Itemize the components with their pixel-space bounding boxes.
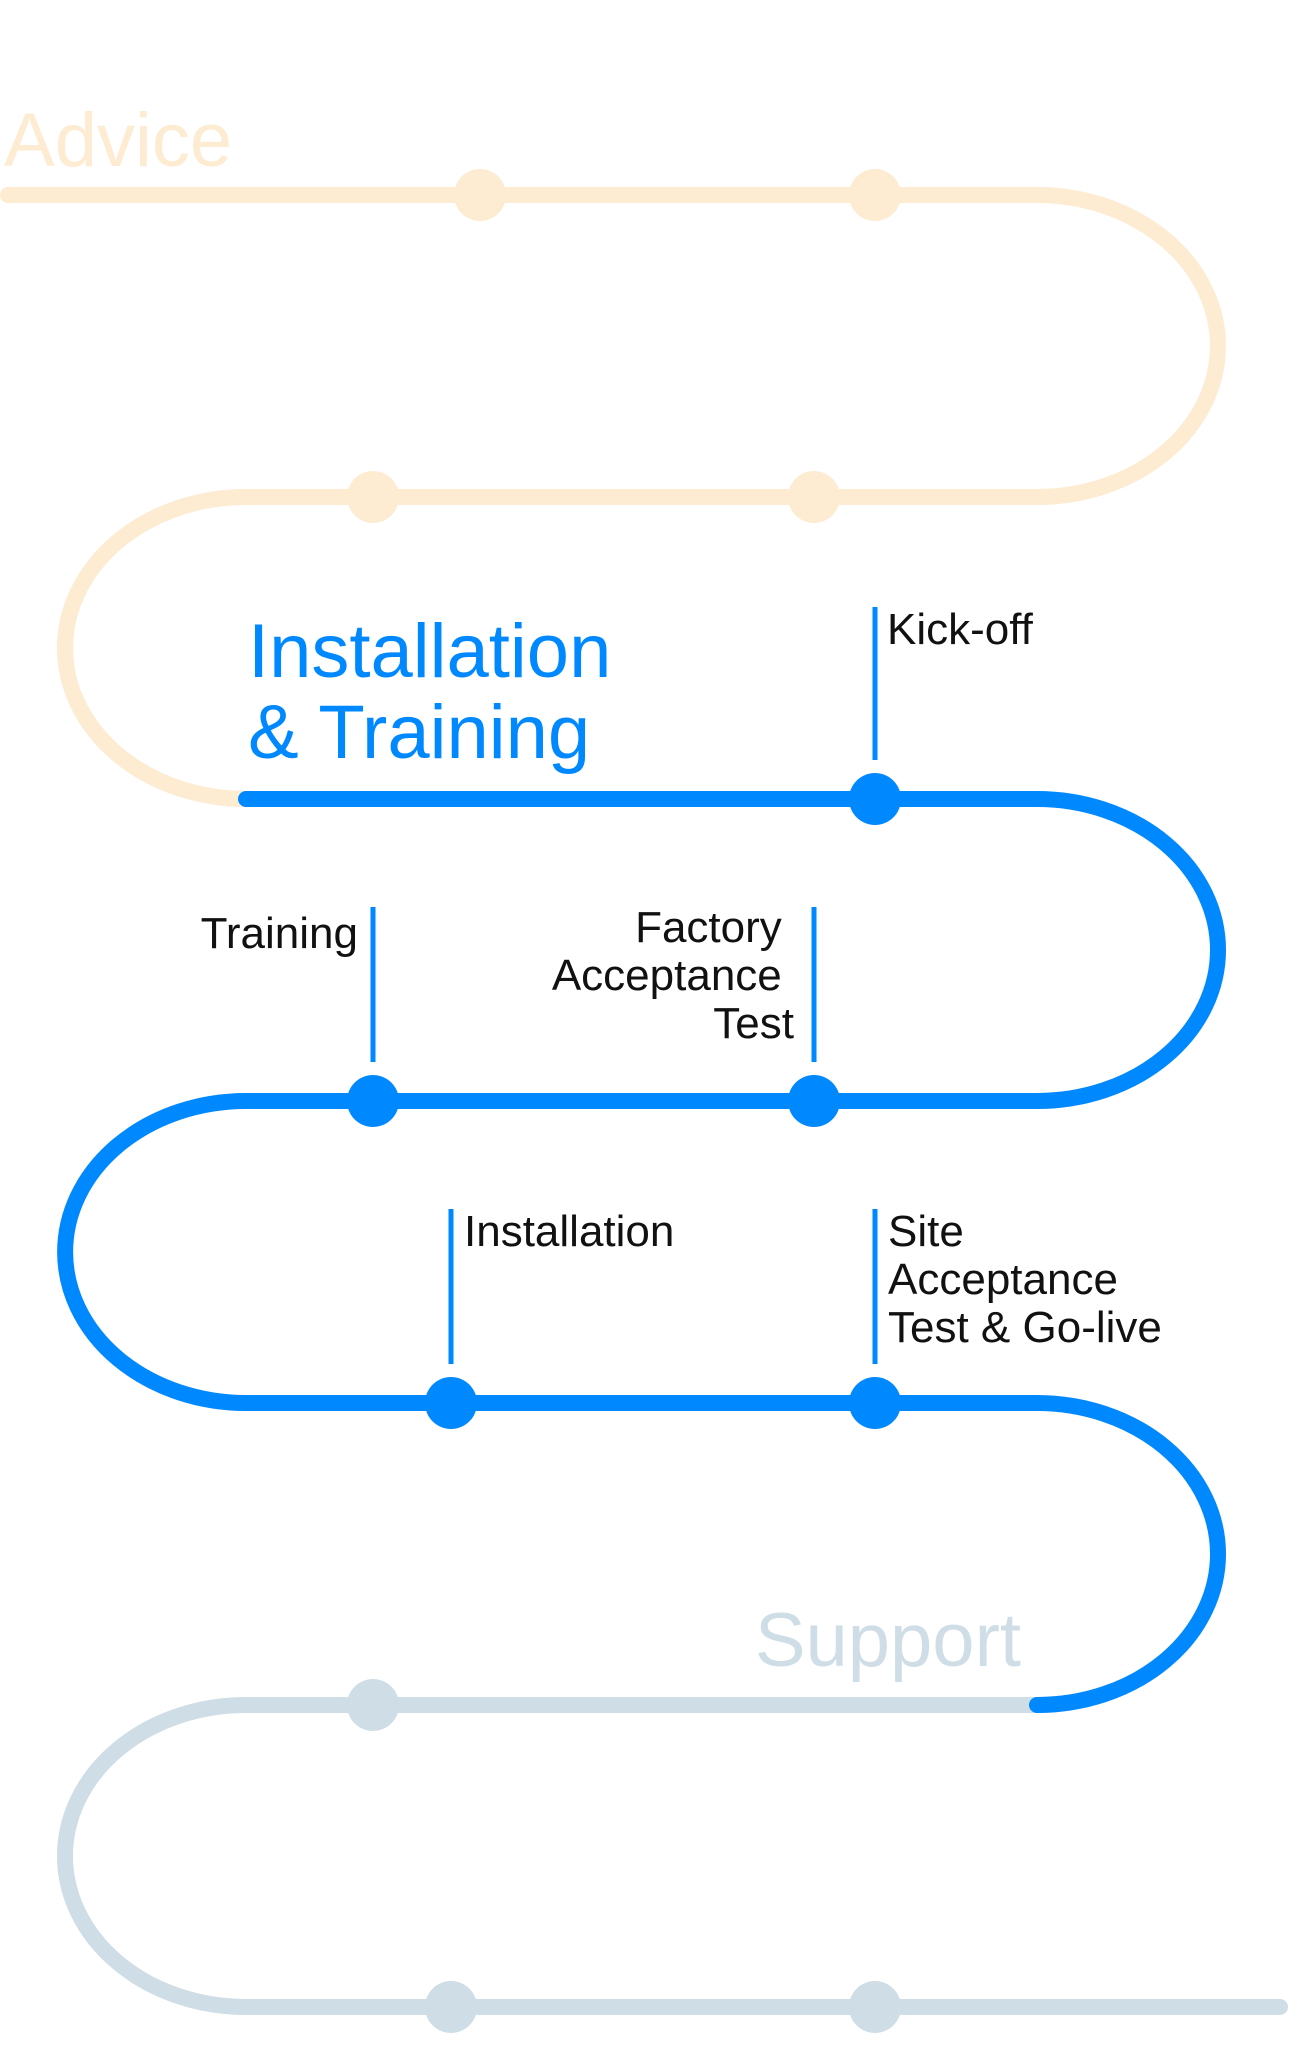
milestone-kickoff: Kick-off bbox=[849, 605, 1034, 825]
support-phase: Support bbox=[57, 1598, 1288, 2033]
milestone-label: Kick-off bbox=[887, 605, 1034, 654]
milestone-label: Factory Acceptance Test bbox=[552, 903, 794, 1048]
milestone-dot bbox=[788, 1075, 840, 1127]
milestone-label: Installation bbox=[464, 1207, 674, 1256]
advice-track bbox=[0, 187, 1226, 807]
advice-dot bbox=[454, 169, 506, 221]
milestone-dot bbox=[849, 1377, 901, 1429]
support-dot bbox=[425, 1981, 477, 2033]
support-dot bbox=[849, 1981, 901, 2033]
support-dot bbox=[347, 1679, 399, 1731]
advice-phase: Advice bbox=[0, 98, 1226, 807]
advice-dot bbox=[849, 169, 901, 221]
installation-training-title: Installation & Training bbox=[248, 609, 632, 775]
milestone-label: Site Acceptance Test & Go-live bbox=[888, 1207, 1162, 1352]
milestone-label: Training bbox=[201, 909, 358, 958]
support-track bbox=[57, 1697, 1288, 2015]
milestone-dot bbox=[347, 1075, 399, 1127]
milestone-dot bbox=[849, 773, 901, 825]
title-line: Installation bbox=[248, 609, 611, 694]
advice-title: Advice bbox=[4, 98, 232, 183]
milestone-installation: Installation bbox=[425, 1207, 674, 1429]
milestone-training: Training bbox=[201, 907, 399, 1127]
milestone-dot bbox=[425, 1377, 477, 1429]
active-track bbox=[57, 791, 1226, 1713]
advice-dot bbox=[788, 471, 840, 523]
support-title: Support bbox=[755, 1598, 1021, 1683]
milestone-sat: Site Acceptance Test & Go-live bbox=[849, 1207, 1162, 1429]
installation-training-phase: Installation & Training Kick-off Trainin… bbox=[57, 605, 1226, 1713]
advice-dot bbox=[347, 471, 399, 523]
title-line: & Training bbox=[248, 690, 590, 775]
milestone-fat: Factory Acceptance Test bbox=[552, 903, 840, 1127]
